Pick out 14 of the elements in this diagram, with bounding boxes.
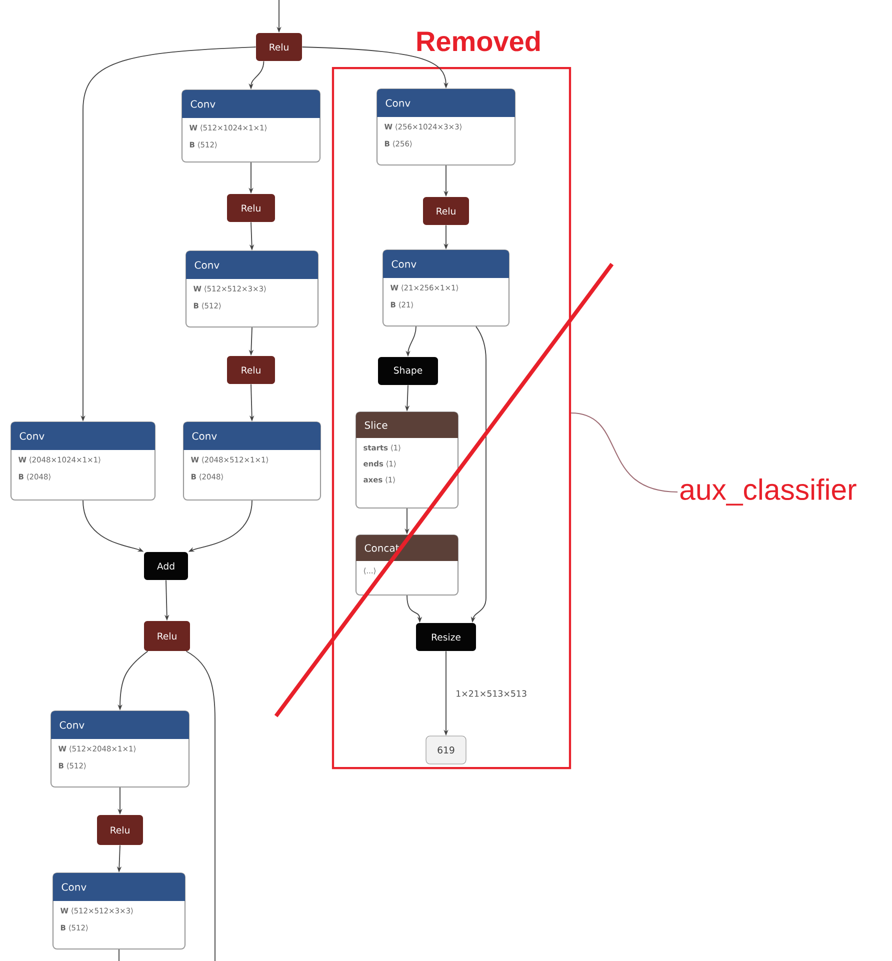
relu-op-box: Relu xyxy=(256,33,302,61)
node-label: Removed xyxy=(417,30,540,52)
relu-op-box: Relu xyxy=(227,194,275,222)
edge-label: 1×21×513×513 xyxy=(454,688,528,698)
output-box: 619 xyxy=(426,736,466,764)
op-box: Add xyxy=(144,552,188,580)
leader-line xyxy=(571,412,678,493)
relu-op-box: Relu xyxy=(144,621,190,651)
relu-op-box: Relu xyxy=(97,815,143,845)
callout-label: aux_classifier xyxy=(680,478,856,506)
relu-op-box: Relu xyxy=(423,197,469,225)
op-box: Resize xyxy=(416,623,476,651)
relu-op-box: Relu xyxy=(227,356,275,384)
op-box: Shape xyxy=(378,357,438,385)
